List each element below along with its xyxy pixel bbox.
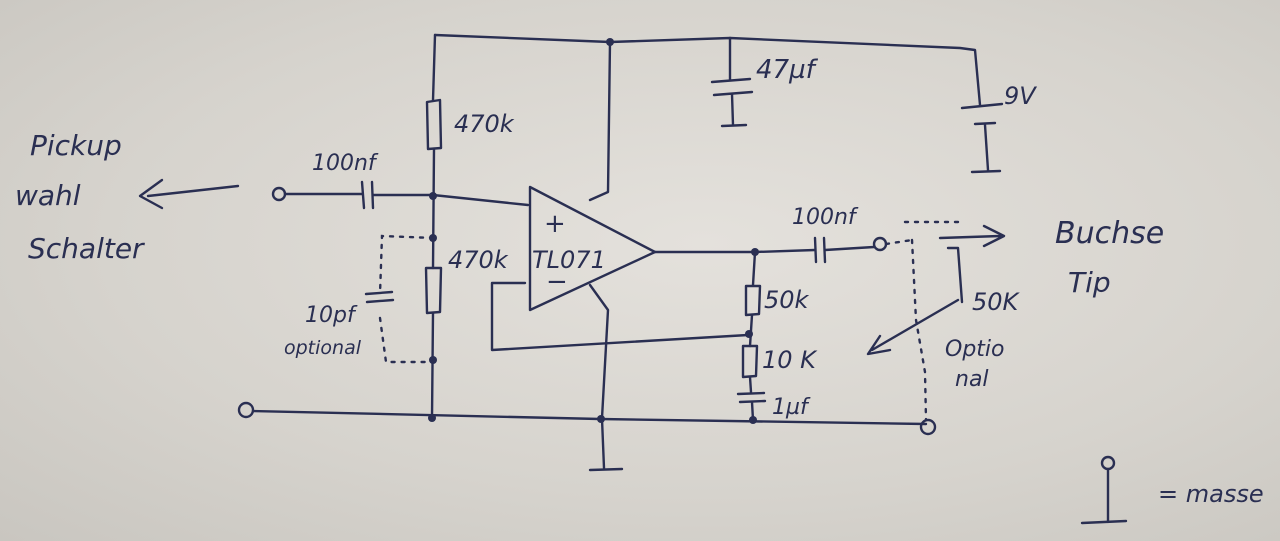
- r-bias-bottom-body: [424, 266, 443, 315]
- pot-note-1: Optio: [945, 337, 1004, 362]
- pot-label: 50K: [972, 288, 1021, 316]
- ground-rail-wire: [251, 409, 928, 426]
- optional-cap-wire: [378, 234, 435, 364]
- opamp-plus-label: +: [544, 209, 566, 239]
- opamp-vplus-wire: [588, 40, 612, 202]
- input-to-opamp-wire: [371, 193, 530, 207]
- input-label-3: Schalter: [28, 232, 145, 265]
- junction-dot: [745, 330, 753, 338]
- legend-ground-symbol: [1080, 468, 1128, 525]
- input-label-1: Pickup: [30, 129, 122, 162]
- opamp-vminus-wire: [588, 283, 610, 420]
- optional-cap-plate: [364, 290, 394, 296]
- gain-wire: [748, 313, 754, 348]
- output-label-1: Buchse: [1055, 216, 1164, 251]
- r-feedback-label: 50k: [764, 286, 810, 314]
- opamp-model-label: TL071: [532, 246, 606, 274]
- gain-cap-label: 1µf: [772, 395, 811, 420]
- legend-terminal-symbol: [1100, 455, 1116, 471]
- pot-arrow: [866, 298, 960, 356]
- battery-plate-short: [973, 121, 997, 126]
- opamp-triangle: [528, 185, 657, 312]
- r-bias-top-body: [425, 98, 443, 151]
- output-terminal: [872, 236, 888, 252]
- output-label-2: Tip: [1068, 266, 1111, 299]
- feedback-wire: [490, 281, 750, 352]
- optional-cap-label: 10pf: [305, 303, 358, 328]
- feedback-node-wire: [751, 250, 757, 287]
- input-arrow: [138, 178, 240, 210]
- r-gain-body: [741, 344, 759, 379]
- optional-cap-plate: [365, 298, 395, 304]
- junction-dot: [429, 192, 437, 200]
- bias-divider-wire: [431, 147, 436, 270]
- opamp-minus-label: −: [546, 267, 568, 297]
- legend-text: = masse: [1158, 480, 1264, 508]
- ground-terminal: [237, 401, 255, 419]
- r-bias-top-label: 470k: [454, 110, 515, 138]
- r-bias-bottom-label: 470k: [448, 246, 509, 274]
- input-cap-plate: [360, 180, 366, 210]
- optional-cap-note: optional: [284, 337, 362, 359]
- r-gain-label: 10 K: [762, 346, 818, 374]
- output-dotted-wire: [884, 220, 960, 246]
- supply-cap-ground: [720, 92, 748, 128]
- input-terminal: [271, 186, 287, 202]
- gain-cap-plate: [736, 391, 766, 396]
- ground-stub: [588, 417, 624, 472]
- supply-cap-label: 47µf: [756, 55, 819, 85]
- opamp-output-wire: [653, 248, 817, 254]
- output-cap-plate: [813, 236, 818, 264]
- supply-rail-wire: [433, 33, 982, 107]
- output-cap-label: 100nf: [792, 205, 859, 230]
- input-label-2: wahl: [15, 179, 81, 212]
- output-arrow: [938, 224, 1006, 248]
- pot-wiper: [946, 246, 964, 304]
- junction-dot: [749, 416, 757, 424]
- battery-wire: [970, 123, 1002, 174]
- input-cap-label: 100nf: [312, 151, 379, 176]
- r-feedback-body: [744, 284, 762, 317]
- pot-note-2: nal: [955, 367, 989, 392]
- pot-dotted-wire: [910, 238, 928, 422]
- ground-output-terminal: [919, 418, 937, 436]
- battery-label: 9V: [1004, 82, 1037, 110]
- gain-cap-wire: [748, 375, 753, 394]
- battery-plate-long: [960, 102, 1004, 110]
- junction-dot: [429, 356, 437, 364]
- output-wire: [823, 245, 876, 252]
- bias-top-wire: [431, 33, 437, 102]
- supply-cap-plate: [710, 77, 752, 84]
- bias-bottom-wire: [430, 311, 435, 420]
